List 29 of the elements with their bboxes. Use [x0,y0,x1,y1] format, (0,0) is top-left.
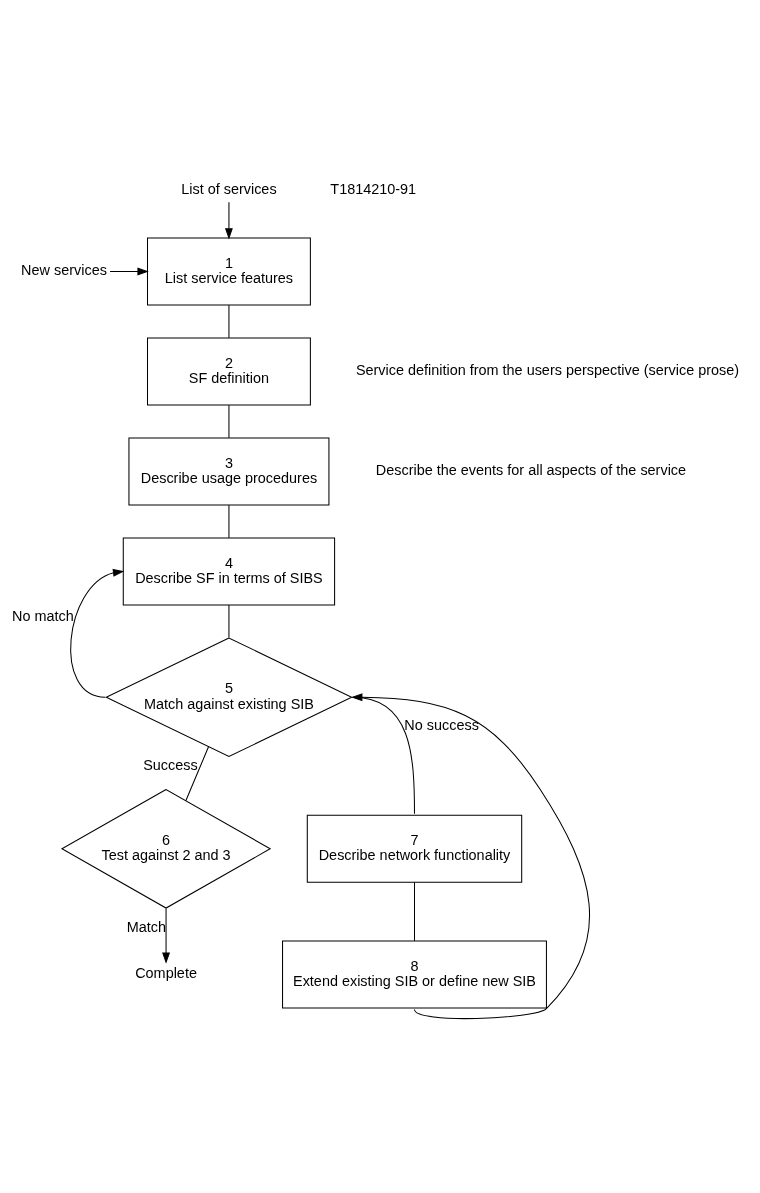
edge-label: No match [12,607,74,624]
edge-label: Match [126,918,167,935]
node-box: 1 List service features [147,237,311,306]
edge-label: No success [404,716,479,733]
node-box: 4 Describe SF in terms of SIBS [122,536,336,605]
node-box: 8 Extend existing SIB or define new SIB [282,940,547,1009]
connector [228,304,230,338]
arrow [109,267,149,275]
node-diamond: 6 Test against 2 and 3 [60,788,272,909]
label: T1814210-91 [330,180,417,197]
connector [413,881,415,941]
connector [185,745,210,801]
node-box: 2 SF definition [147,337,311,405]
arrow [70,568,125,698]
edge-label: Success [143,756,198,773]
arrow [162,907,171,964]
connector [228,504,230,538]
connector [228,404,230,438]
node-diamond: 5 Match against existing SIB [105,636,353,757]
arrow [351,692,590,1019]
arrow [224,201,233,239]
node-box: 3 Describe usage procedures [128,436,330,505]
node-text: New services [21,261,107,278]
node-text: List of services [181,180,277,197]
node-box: 7 Describe network functionality [306,814,523,883]
node-text: Complete [135,964,197,981]
connector [228,604,230,638]
node-label: Service definition from the users perspective (service prose) [355,361,740,378]
node-label: Describe the events for all aspects of the service [375,461,687,478]
